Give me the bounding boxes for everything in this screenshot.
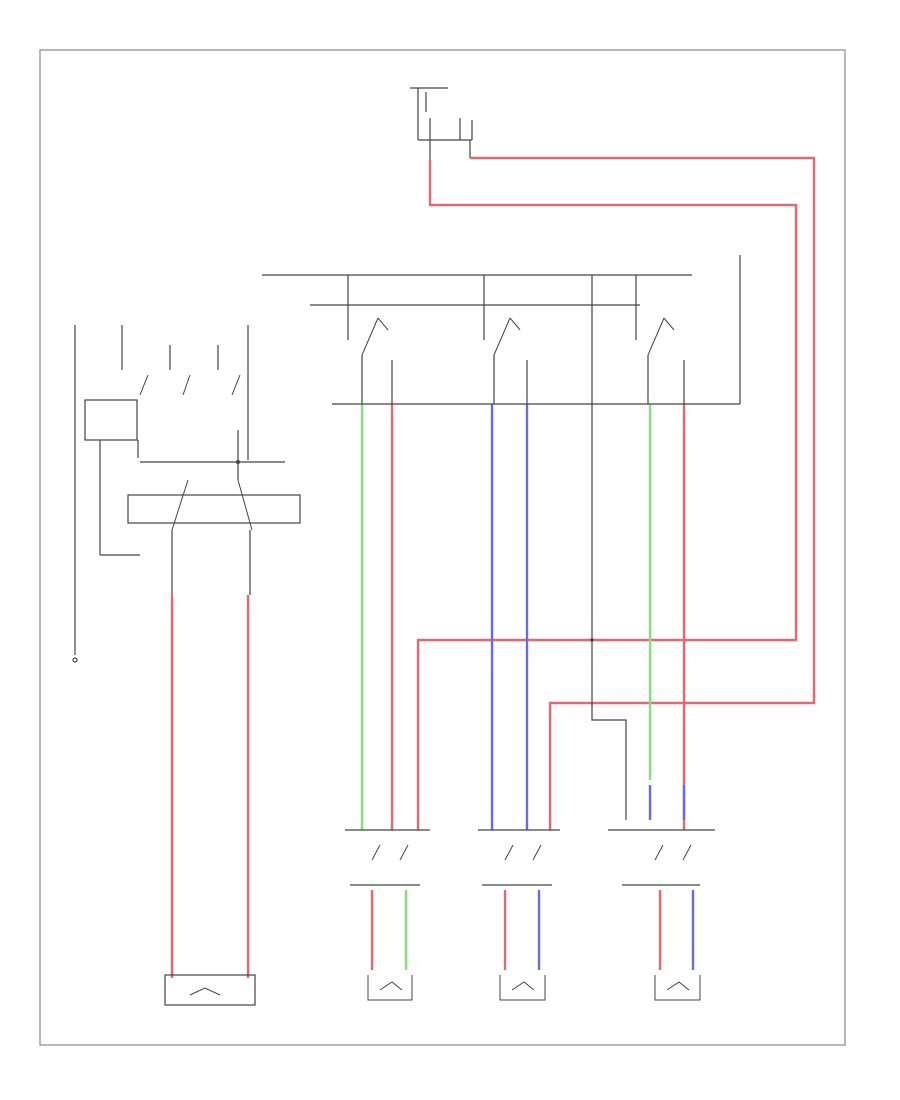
power-supply-block — [410, 87, 473, 160]
junction-dots — [236, 460, 594, 642]
blue-wire-harness — [490, 404, 695, 970]
rear-left-door-switch — [478, 829, 560, 886]
passenger-door-switch — [345, 829, 430, 886]
rear-right-door-switch — [608, 829, 715, 886]
diagram-frame — [39, 49, 846, 1046]
lock-control-switch-bank — [262, 255, 741, 708]
passenger-door-lock-actuator — [367, 975, 413, 1001]
green-wire-harness — [360, 404, 652, 970]
rear-left-door-lock-actuator — [499, 975, 546, 1001]
red-wire-harness — [170, 156, 816, 978]
driver-door-lock-switch — [72, 325, 301, 663]
rear-right-door-lock-actuator — [654, 975, 701, 1001]
driver-door-lock-actuator — [164, 974, 256, 1006]
black-ground-wire — [591, 708, 627, 820]
